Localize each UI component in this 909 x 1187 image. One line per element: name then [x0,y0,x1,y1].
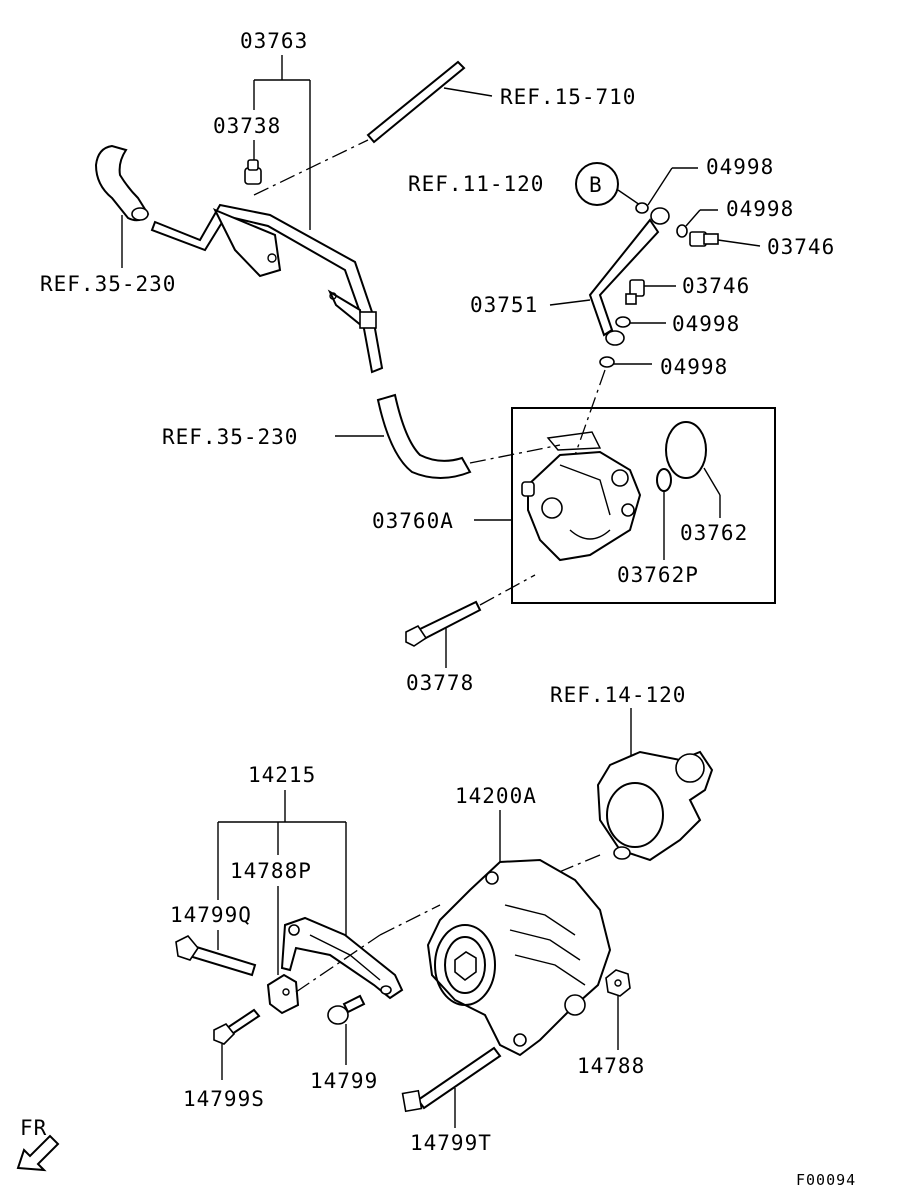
front-arrow-icon [16,1134,60,1172]
vacuum-pump-03760A [521,431,642,562]
pipe-03763 [150,203,384,374]
bolt-03746-mid [625,279,676,305]
label-ref-35-230-top: REF.35-230 [40,272,176,296]
bolt-14799 [327,994,366,1065]
housing-ref-14-120 [596,708,714,862]
label-14799: 14799 [310,1069,378,1093]
o-ring-03762P [656,468,672,560]
label-ref-35-230-mid: REF.35-230 [162,425,298,449]
alternator-14200A [426,810,612,1057]
label-14788P: 14788P [230,859,312,883]
label-03751: 03751 [470,293,538,317]
label-ref-11-120: REF.11-120 [408,172,544,196]
bolt-14799Q [175,935,257,977]
bolt-03746-top [689,231,761,247]
label-03760A: 03760A [372,509,454,533]
label-03762P: 03762P [617,563,699,587]
label-03746-b: 03746 [682,274,750,298]
nut-14788 [605,969,631,1050]
label-03746-a: 03746 [767,235,835,259]
hose-ref-35-230-mid [335,393,561,479]
o-ring-03762 [665,421,721,518]
label-04998-a: 04998 [706,155,774,179]
figure-code: F00094 [796,1171,856,1187]
label-03763: 03763 [240,29,308,53]
bolt-14799S [213,1008,261,1080]
label-circle-b: B [589,173,603,197]
bracket-14215 [280,916,404,1000]
hose-ref-15-710 [366,60,493,144]
label-front: FR [20,1116,47,1140]
part-labels: 03763 03738 REF.15-710 REF.35-230 REF.11… [20,29,856,1187]
pipe-03751 [549,207,670,346]
label-03762: 03762 [680,521,748,545]
vacuum-pipe-assembly [94,55,561,479]
label-14799S: 14799S [183,1087,265,1111]
nut-14788P [266,973,300,1015]
fitting-03738 [244,159,262,185]
label-ref-14-120: REF.14-120 [550,683,686,707]
bolt-03778 [405,574,536,668]
label-14788: 14788 [577,1054,645,1078]
label-04998-c: 04998 [672,312,740,336]
label-ref-15-710: REF.15-710 [500,85,636,109]
label-04998-b: 04998 [726,197,794,221]
label-03738: 03738 [213,114,281,138]
bolt-14799T [401,1046,502,1128]
label-14799T: 14799T [410,1131,492,1155]
alternator-assembly [16,708,714,1172]
label-14215: 14215 [248,763,316,787]
hose-ref-35-230-top [94,144,150,268]
label-04998-d: 04998 [660,355,728,379]
label-14200A: 14200A [455,784,537,808]
label-14799Q: 14799Q [170,903,252,927]
vacuum-pump-assembly [405,162,776,668]
label-03778: 03778 [406,671,474,695]
